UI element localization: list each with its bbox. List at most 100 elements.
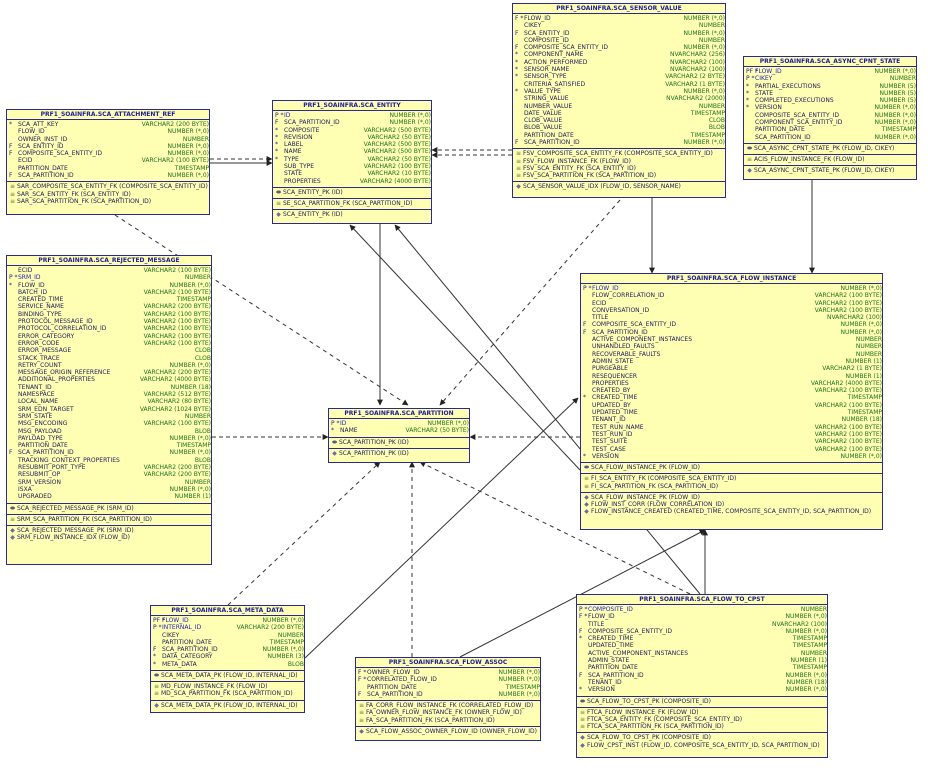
column-key-flag [356, 684, 367, 691]
column-type: VARCHAR2 (500 BYTE) [363, 148, 431, 156]
column-key-flag: * [275, 155, 278, 163]
primary-key-icon: ⬬ [153, 672, 160, 680]
column-key-flag [581, 314, 592, 321]
index-label: SCA_ENTITY_PK (ID) [283, 211, 343, 219]
column-name: ACTIVE_COMPONENT_INSTANCES [592, 336, 693, 344]
column-key-flag: * [746, 89, 749, 97]
column-type: VARCHAR2 (100 BYTE) [143, 325, 211, 333]
column-type: NUMBER (*,0) [840, 321, 882, 329]
column-type: NUMBER (*,0) [169, 449, 211, 457]
column-key-flag [581, 365, 592, 372]
column-type: VARCHAR2 (50 BYTE) [367, 155, 431, 163]
column-key-flag [7, 128, 18, 135]
column-key-flag: P * [579, 606, 588, 613]
column-name: TENANT_ID [588, 678, 622, 686]
rel-meta-to-flowinst [304, 397, 579, 659]
column-name: FLOW_ID [18, 281, 45, 289]
table-sca-flow-instance[interactable]: PRF1_SOAINFRA.SCA_FLOW_INSTANCE P *FLOW_… [580, 273, 883, 530]
column-type: NUMBER (*,0) [683, 44, 725, 52]
column-key-flag: P * [275, 112, 284, 119]
column-type: NUMBER (*,0) [262, 646, 304, 654]
column-key-flag [7, 376, 18, 383]
table-sca-sensor-value[interactable]: PRF1_SOAINFRA.SCA_SENSOR_VALUE F *FLOW_I… [512, 3, 726, 198]
column-type: NUMBER (1) [790, 657, 827, 665]
column-key-flag [581, 358, 592, 365]
column-name: SUB_TYPE [284, 163, 315, 171]
primary-key-label: SCA_REJECTED_MESSAGE_PK (SRM_ID) [17, 504, 134, 512]
index-label: SCA_PARTITION_PK (ID) [339, 449, 409, 457]
column-key-flag: * [275, 141, 278, 149]
column-name: MESSAGE_ORIGIN_REFERENCE [18, 369, 111, 377]
column-type: TIMESTAMP [176, 442, 211, 450]
column-type: VARCHAR2 (100 BYTE) [814, 401, 882, 409]
column-type: TIMESTAMP [881, 126, 916, 134]
column-key-flag [513, 37, 524, 44]
column-name: TEST_SUITE [592, 438, 628, 446]
index-icon: ◆ [10, 534, 15, 542]
index-icon: ◆ [276, 211, 281, 219]
table-sca-flow-to-cpst[interactable]: PRF1_SOAINFRA.SCA_FLOW_TO_CPST P *COMPOS… [576, 594, 828, 758]
index-section: ◆SCA_FLOW_INSTANCE_PK (FLOW_ID)◆FLOW_INS… [581, 491, 882, 518]
column-type: NUMBER (*,0) [874, 111, 916, 119]
column-name: TEST_RUN_ID [592, 430, 633, 438]
column-key-flag [7, 136, 18, 143]
column-key-flag: P * [153, 624, 162, 632]
column-name: PARTITION_DATE [524, 131, 574, 139]
column-name: TITLE [588, 620, 605, 628]
rel-flowinst-to-entity [349, 224, 581, 471]
column-key-flag: F * [358, 676, 367, 684]
column-type: TIMESTAMP [505, 683, 540, 691]
column-key-flag: * [515, 66, 518, 74]
table-title: PRF1_SOAINFRA.SCA_REJECTED_MESSAGE [7, 256, 211, 266]
column-key-flag [581, 307, 592, 314]
column-key-flag: F * [579, 613, 588, 621]
column-type: VARCHAR2 (200 BYTE) [143, 369, 211, 377]
table-sca-attachment-ref[interactable]: PRF1_SOAINFRA.SCA_ATTACHMENT_REF *SCA_AT… [6, 109, 210, 215]
column-key-flag [581, 431, 592, 438]
column-type: NUMBER (*,0) [785, 627, 827, 635]
table-sca-flow-assoc[interactable]: PRF1_SOAINFRA.SCA_FLOW_ASSOC F *OWNER_FL… [355, 657, 541, 741]
index-section: ◆SCA_ENTITY_PK (ID) [273, 209, 431, 220]
column-name: CREATED_TIME [588, 635, 634, 643]
column-key-flag [7, 369, 18, 376]
column-name: FLOW_CORRELATION_ID [592, 292, 665, 300]
column-type: NUMBER (*,0) [389, 112, 431, 119]
column-key-flag: P * [331, 420, 340, 427]
table-sca-async-cpnt-state[interactable]: PRF1_SOAINFRA.SCA_ASYNC_CPNT_STATE PF *F… [743, 56, 917, 180]
column-type: VARCHAR2 (50 BYTE) [367, 133, 431, 141]
column-key-flag [273, 170, 284, 177]
index-label: SRM_FLOW_INSTANCE_IDX (FLOW_ID) [17, 534, 130, 542]
foreign-key-icon: ≡ [515, 171, 522, 179]
column-name: SERVICE_NAME [18, 303, 64, 311]
index-label: SCA_META_DATA_PK (FLOW_ID, INTERNAL_ID) [161, 701, 298, 709]
column-type: NUMBER [855, 336, 882, 344]
column-key-flag [577, 621, 588, 628]
column-name: CIKEY [755, 75, 773, 83]
column-type: VARCHAR2 (200 BYTE) [143, 471, 211, 479]
column-name: CONVERSATION_ID [592, 306, 650, 314]
